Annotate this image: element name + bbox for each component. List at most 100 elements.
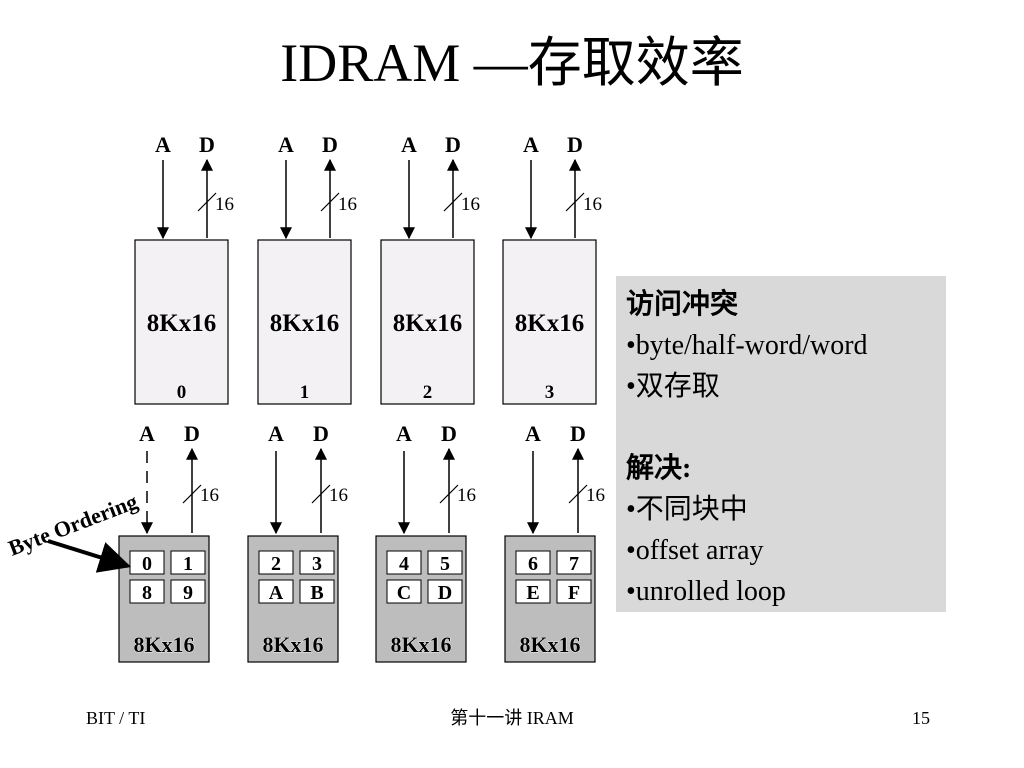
- memory-block: [134, 239, 229, 405]
- block-index-label: 0: [177, 382, 187, 403]
- byte-cell: [386, 579, 422, 604]
- address-label: A: [401, 132, 417, 157]
- byte-cell: [515, 550, 551, 575]
- bus-width-label: 16: [329, 485, 348, 506]
- byte-cell: [258, 579, 294, 604]
- memory-block: [257, 239, 352, 405]
- solution-item: •unrolled loop: [626, 576, 786, 607]
- byte-label: B: [310, 582, 323, 604]
- byte-label: A: [269, 582, 284, 604]
- byte-label: 6: [528, 553, 538, 575]
- block-index-label: 3: [545, 382, 555, 403]
- memory-bank-top: A D 16 8Kx16 1: [257, 132, 357, 405]
- bus-width-label: 16: [583, 194, 602, 215]
- byte-cell: [427, 579, 463, 604]
- memory-block: [380, 239, 475, 405]
- data-label: D: [313, 421, 329, 446]
- address-label: A: [139, 421, 155, 446]
- memory-block: [502, 239, 597, 405]
- address-label: A: [278, 132, 294, 157]
- block-size-label: 8Kx16: [270, 310, 339, 337]
- byte-cell: [170, 550, 206, 575]
- block-index-label: 1: [300, 382, 310, 403]
- byte-cell: [556, 550, 592, 575]
- byte-cell: [129, 579, 165, 604]
- block-size-label: 8Kx16: [262, 632, 323, 657]
- byte-label: C: [397, 582, 411, 604]
- memory-bank-bottom: A D 16 4 5C D 8Kx16: [375, 421, 476, 663]
- byte-cell: [515, 579, 551, 604]
- bus-width-label: 16: [586, 485, 605, 506]
- byte-cell: [556, 579, 592, 604]
- byte-label: 5: [440, 553, 450, 575]
- byte-cell: [258, 550, 294, 575]
- block-size-label: 8Kx16: [393, 310, 462, 337]
- byte-label: D: [438, 582, 452, 604]
- solution-item: •offset array: [626, 535, 764, 566]
- memory-bank-top: A D 16 8Kx16 2: [380, 132, 480, 405]
- info-panel: 访问冲突 •byte/half-word/word •双存取 解决: •不同块中…: [616, 276, 946, 612]
- byte-label: 3: [312, 553, 322, 575]
- byte-ordering-arrow: [47, 539, 132, 573]
- address-label: A: [268, 421, 284, 446]
- data-label: D: [567, 132, 583, 157]
- byte-label: 9: [183, 582, 193, 604]
- byte-label: E: [526, 582, 539, 604]
- conflict-title: 访问冲突: [626, 289, 739, 320]
- bus-width-label: 16: [200, 485, 219, 506]
- byte-cell: [299, 579, 335, 604]
- byte-cell: [427, 550, 463, 575]
- byte-label: 7: [569, 553, 579, 575]
- byte-label: 0: [142, 553, 152, 575]
- solution-title: 解决:: [626, 453, 692, 484]
- slide-title: IDRAM —存取效率: [280, 33, 744, 93]
- byte-label: 4: [399, 553, 409, 575]
- block-size-label: 8Kx16: [519, 632, 580, 657]
- solution-item: •不同块中: [626, 494, 748, 525]
- conflict-item: •双存取: [626, 371, 720, 402]
- bus-slash: [182, 484, 202, 504]
- data-label: D: [199, 132, 215, 157]
- memory-bank-bottom: A D 16 6 7E F 8Kx16: [504, 421, 605, 663]
- bus-slash: [311, 484, 331, 504]
- block-index-label: 2: [423, 382, 433, 403]
- byte-label: F: [568, 582, 580, 604]
- byte-label: 1: [183, 553, 193, 575]
- data-label: D: [322, 132, 338, 157]
- memory-bank-bottom: A D 16 0 1 8 9 8Kx16: [118, 421, 219, 663]
- block-size-label: 8Kx16: [390, 632, 451, 657]
- byte-label: 2: [271, 553, 281, 575]
- bus-slash: [439, 484, 459, 504]
- address-label: A: [155, 132, 171, 157]
- address-label: A: [523, 132, 539, 157]
- bus-width-label: 16: [215, 194, 234, 215]
- address-label: A: [396, 421, 412, 446]
- bus-width-label: 16: [461, 194, 480, 215]
- data-label: D: [184, 421, 200, 446]
- block-size-label: 8Kx16: [515, 310, 584, 337]
- bus-width-label: 16: [457, 485, 476, 506]
- bus-slash: [197, 192, 217, 212]
- footer-left: BIT / TI: [86, 708, 146, 728]
- byte-cell: [299, 550, 335, 575]
- data-label: D: [441, 421, 457, 446]
- byte-cell: [386, 550, 422, 575]
- data-label: D: [445, 132, 461, 157]
- bus-slash: [443, 192, 463, 212]
- block-size-label: 8Kx16: [133, 632, 194, 657]
- block-size-label: 8Kx16: [147, 310, 216, 337]
- data-label: D: [570, 421, 586, 446]
- conflict-item: •byte/half-word/word: [626, 330, 868, 361]
- memory-bank-top: A D 16 8Kx16 3: [502, 132, 602, 405]
- address-label: A: [525, 421, 541, 446]
- byte-cell: [170, 579, 206, 604]
- bus-slash: [568, 484, 588, 504]
- page-number: 15: [912, 708, 930, 728]
- bus-slash: [565, 192, 585, 212]
- bus-width-label: 16: [338, 194, 357, 215]
- footer-center: 第十一讲 IRAM: [450, 708, 574, 728]
- bus-slash: [320, 192, 340, 212]
- byte-label: 8: [142, 582, 152, 604]
